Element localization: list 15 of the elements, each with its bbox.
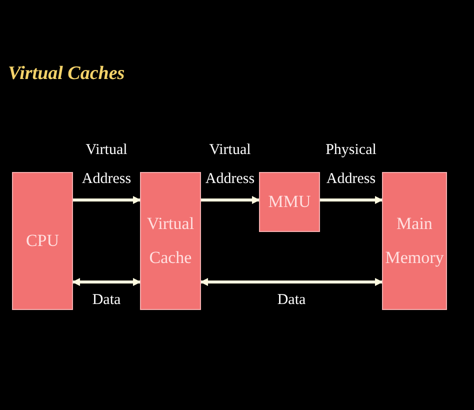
slide-title: Virtual Caches <box>8 62 125 86</box>
arrow <box>200 278 383 286</box>
edge-label: Physical Address <box>324 141 378 189</box>
arrow <box>73 196 141 204</box>
arrow <box>72 278 141 286</box>
process-box: Main Memory <box>382 172 447 310</box>
process-box: CPU <box>12 172 73 310</box>
edge-label: Data <box>91 291 122 310</box>
process-box: Virtual Cache <box>140 172 201 310</box>
arrow <box>320 196 383 204</box>
arrow <box>201 196 260 204</box>
edge-label: Virtual Address <box>80 141 132 189</box>
process-box: MMU <box>259 172 320 232</box>
edge-label: Virtual Address <box>204 141 256 189</box>
edge-label: Data <box>276 291 307 310</box>
